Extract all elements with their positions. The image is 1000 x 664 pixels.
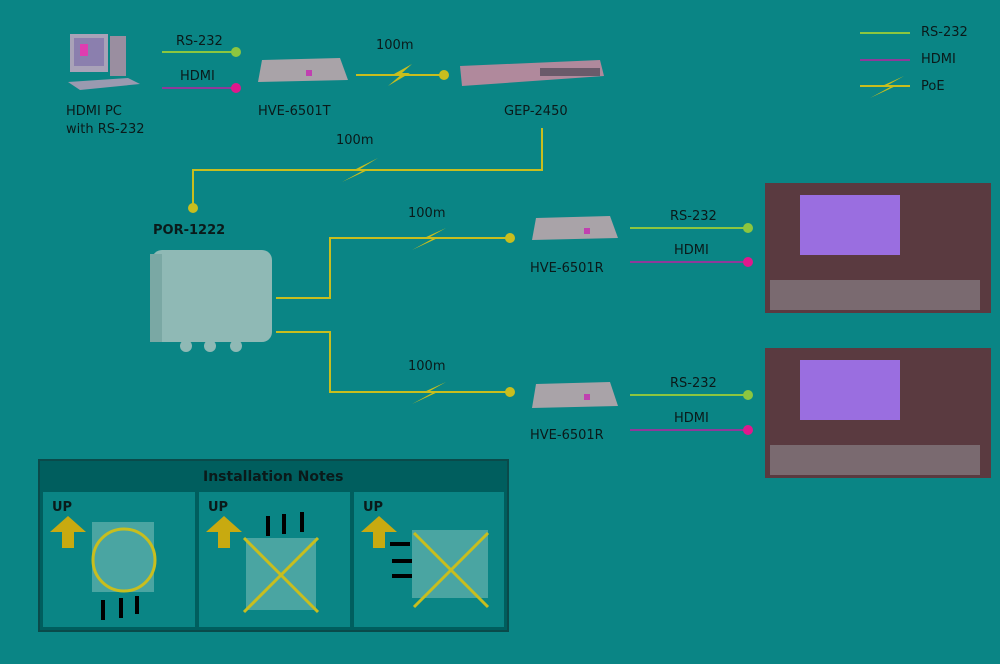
receiver2-icon bbox=[532, 382, 618, 408]
transmitter-label: HVE-6501T bbox=[258, 104, 331, 119]
pc-rs232-label: RS-232 bbox=[176, 34, 223, 49]
pc-label-1: HDMI PC bbox=[66, 104, 122, 119]
legend-rs232: RS-232 bbox=[921, 25, 968, 40]
switch-icon bbox=[460, 60, 604, 86]
receiver1-icon bbox=[532, 216, 618, 240]
legend-poe: PoE bbox=[921, 79, 945, 94]
rx1-rs232-label: RS-232 bbox=[670, 209, 717, 224]
receiver1-label: HVE-6501R bbox=[530, 261, 604, 276]
transmitter-icon bbox=[258, 58, 348, 82]
link-distance: 100m bbox=[408, 359, 446, 374]
enclosure-label: POR-1222 bbox=[153, 223, 226, 238]
up-arrow-icon bbox=[50, 516, 86, 548]
switch-label: GEP-2450 bbox=[504, 104, 568, 119]
wrong-cross-icon bbox=[242, 536, 320, 614]
notes-title: Installation Notes bbox=[203, 469, 344, 485]
correct-circle-icon bbox=[91, 527, 157, 593]
up-label: UP bbox=[363, 500, 384, 515]
up-label: UP bbox=[52, 500, 73, 515]
link-distance: 100m bbox=[408, 206, 446, 221]
legend-hdmi: HDMI bbox=[921, 52, 956, 67]
up-arrow-icon bbox=[361, 516, 397, 548]
rx1-hdmi-label: HDMI bbox=[674, 243, 709, 258]
link-distance: 100m bbox=[336, 133, 374, 148]
display-image-2 bbox=[765, 348, 991, 478]
rx2-rs232-label: RS-232 bbox=[670, 376, 717, 391]
enclosure-icon bbox=[150, 250, 272, 352]
up-label: UP bbox=[208, 500, 229, 515]
receiver2-label: HVE-6501R bbox=[530, 428, 604, 443]
display-image-1 bbox=[765, 183, 991, 313]
rx2-hdmi-label: HDMI bbox=[674, 411, 709, 426]
wrong-cross-icon bbox=[412, 531, 490, 609]
up-arrow-icon bbox=[206, 516, 242, 548]
link-distance: 100m bbox=[376, 38, 414, 53]
pc-label-2: with RS-232 bbox=[66, 122, 145, 137]
pc-icon bbox=[68, 34, 140, 90]
pc-hdmi-label: HDMI bbox=[180, 69, 215, 84]
poe-icon bbox=[342, 158, 378, 182]
